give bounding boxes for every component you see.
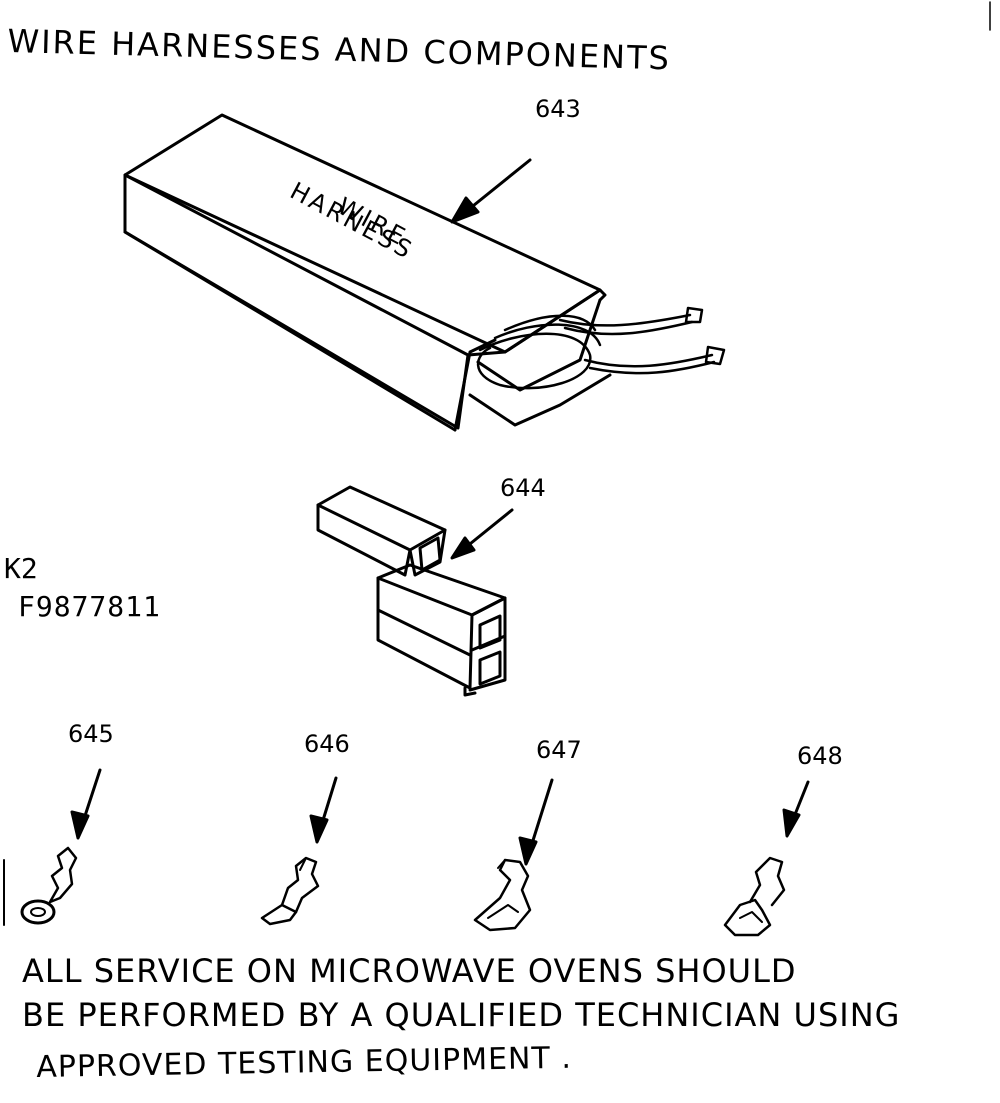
callout-644: 644 [500,474,546,502]
callout-645: 645 [68,720,114,748]
arrow-647 [518,778,554,866]
spade-terminal-icon [260,856,320,926]
wire-harness-box-icon [123,113,726,432]
arrow-648 [782,780,810,838]
connector-housing-icon [316,485,507,697]
arrow-644 [450,508,514,560]
callout-648: 648 [797,742,843,770]
arrow-643 [450,158,532,224]
model-number: F9877811 [18,590,161,623]
arrow-646 [309,776,338,844]
warning-line-1: ALL SERVICE ON MICROWAVE OVENS SHOULD [22,952,797,990]
callout-643: 643 [535,95,581,123]
model-code: K2 [4,552,38,585]
callout-646: 646 [304,730,350,758]
warning-line-2: BE PERFORMED BY A QUALIFIED TECHNICIAN U… [22,996,901,1034]
flag-terminal-icon [723,856,786,937]
arrow-645 [70,768,102,840]
female-terminal-icon [473,858,532,932]
ring-terminal-icon [20,846,78,925]
callout-647: 647 [536,736,582,764]
